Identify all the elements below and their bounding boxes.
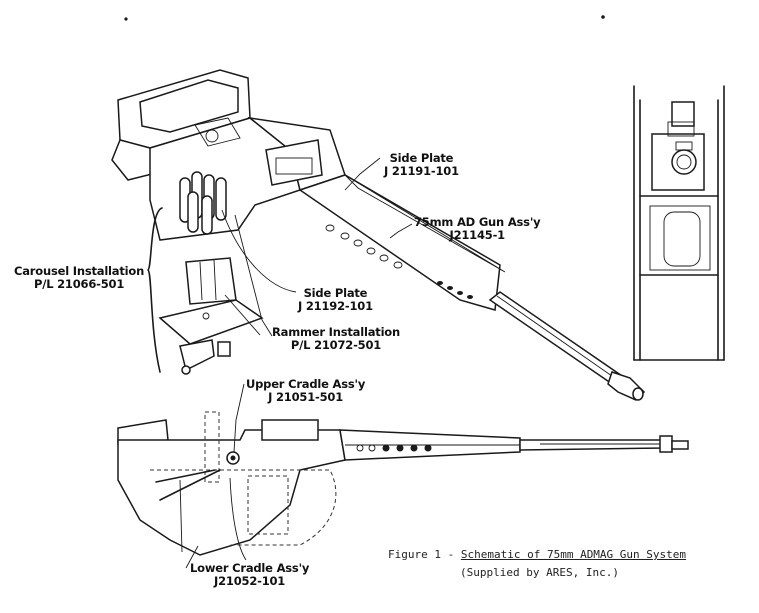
caption-title: Schematic of 75mm ADMAG Gun System: [460, 548, 687, 561]
label-gun-assy-name: 75mm AD Gun Ass'y: [414, 215, 541, 229]
label-carousel: Carousel Installation P/L 21066-501: [14, 265, 144, 291]
label-rammer-part: P/L 21072-501: [290, 338, 382, 352]
carousel-assembly: [158, 257, 264, 375]
label-lower-cradle-part: J21052-101: [214, 574, 286, 588]
label-gun-assy-part: J21145-1: [449, 228, 505, 242]
label-lower-cradle: Lower Cradle Ass'y J21052-101: [190, 562, 309, 588]
label-upper-cradle-name: Upper Cradle Ass'y: [246, 377, 366, 391]
label-upper-cradle: Upper Cradle Ass'y J 21051-501: [246, 378, 365, 404]
figure-credit: (Supplied by ARES, Inc.): [460, 566, 619, 579]
label-side-plate-mid-part: J 21192-101: [298, 299, 373, 313]
label-lower-cradle-name: Lower Cradle Ass'y: [190, 561, 310, 575]
label-gun-assy: 75mm AD Gun Ass'y J21145-1: [414, 215, 541, 242]
side-barrel-holes: [356, 444, 432, 452]
label-side-plate-top: Side Plate J 21191-101: [384, 152, 459, 178]
side-elevation: [117, 383, 689, 569]
label-carousel-part: P/L 21066-501: [33, 277, 125, 291]
figure-caption: Figure 1 - Schematic of 75mm ADMAG Gun S…: [388, 548, 686, 561]
barrel-holes: [325, 224, 473, 299]
label-rammer-name: Rammer Installation: [272, 325, 400, 339]
label-carousel-name: Carousel Installation: [14, 264, 145, 278]
end-view: [633, 85, 725, 361]
label-side-plate-top-name: Side Plate: [389, 151, 454, 165]
isometric-gun-view: [111, 69, 646, 401]
caption-prefix: Figure 1 -: [388, 548, 461, 561]
label-side-plate-top-part: J 21191-101: [384, 164, 459, 178]
label-upper-cradle-part: J 21051-501: [268, 390, 343, 404]
label-side-plate-mid: Side Plate J 21192-101: [298, 287, 373, 313]
label-side-plate-mid-name: Side Plate: [303, 286, 368, 300]
label-rammer: Rammer Installation P/L 21072-501: [272, 326, 400, 352]
carousel-cylinders: [179, 171, 227, 235]
